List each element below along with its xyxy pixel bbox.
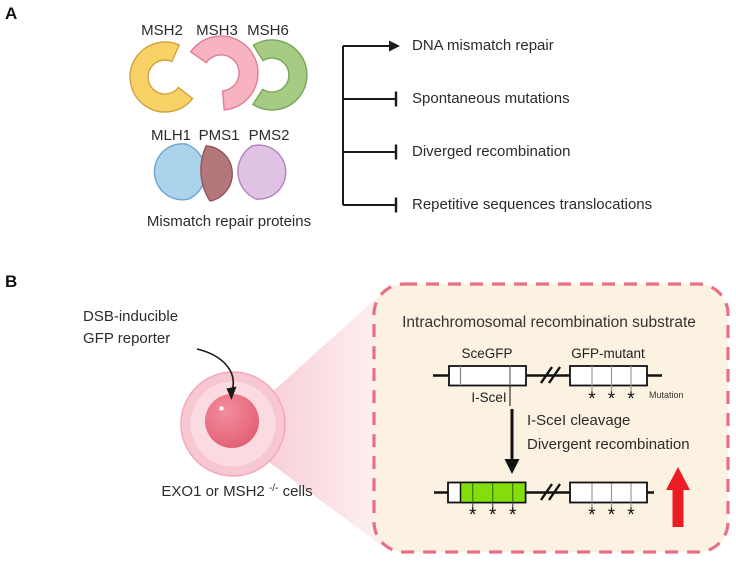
construct-top <box>433 365 662 406</box>
mutation-asterisk: * <box>627 389 635 410</box>
arrowhead-icon <box>389 40 400 52</box>
mutation-asterisk: * <box>607 505 616 526</box>
pms2-crescent-icon <box>237 144 287 200</box>
step-label-line2: Divergent recombination <box>527 436 690 453</box>
protein-label-msh2: MSH2 <box>141 22 183 39</box>
protein-label-msh3: MSH3 <box>196 22 238 39</box>
msh6-crescent-icon <box>251 39 308 111</box>
sequence-break-icon <box>540 483 561 501</box>
mutation-asterisk: * <box>588 389 596 410</box>
protein-label-msh6: MSH6 <box>247 22 289 39</box>
reporter-label-line2: GFP reporter <box>83 330 171 347</box>
cut-site-label: I-SceI <box>471 390 507 405</box>
outcome-repetitive-translocations: Repetitive sequences translocations <box>412 196 653 213</box>
reporter-pointer-arrow <box>196 348 237 400</box>
mutation-asterisk: * <box>508 505 517 526</box>
zoom-beam <box>262 293 382 546</box>
panel-b-label: B <box>5 272 18 291</box>
protein-label-pms1: PMS1 <box>198 127 240 144</box>
inset-title: Intrachromosomal recombination substrate <box>402 314 696 331</box>
cells-label: EXO1 or MSH2 -/- cells <box>161 483 312 502</box>
gene-label-gfp-mutant: GFP-mutant <box>571 346 645 361</box>
mlh1-crescent-icon <box>153 143 207 201</box>
mutation-asterisk: * <box>627 505 635 526</box>
cells-label-suffix: cells <box>278 483 313 500</box>
sequence-break-icon <box>540 366 561 384</box>
construct-bottom <box>434 481 654 510</box>
mutation-asterisk: * <box>488 505 497 526</box>
cells-label-prefix: EXO1 or MSH2 <box>161 483 265 500</box>
mutation-asterisk: * <box>468 505 477 526</box>
msh2-crescent-icon <box>129 41 194 113</box>
increase-arrow-icon <box>666 467 690 527</box>
protein-label-mlh1: MLH1 <box>150 127 192 144</box>
mutation-asterisk: * <box>588 505 596 526</box>
mutation-asterisk: * <box>607 389 616 410</box>
outcome-dna-mismatch-repair: DNA mismatch repair <box>412 37 554 54</box>
cells-label-genotype-superscript: -/- <box>268 483 279 494</box>
reporter-label-line1: DSB-inducible <box>83 308 179 325</box>
scegfp-gene-box <box>448 365 527 387</box>
cleavage-step-arrow <box>504 409 520 474</box>
pms1-crescent-icon <box>200 145 233 202</box>
outcome-spontaneous-mutations: Spontaneous mutations <box>412 90 570 107</box>
msh3-crescent-icon <box>189 35 259 111</box>
step-label-line1: I-SceI cleavage <box>527 412 631 429</box>
gfp-mutant-gene-box <box>569 481 648 504</box>
gfp-mutant-gene-box <box>569 365 648 387</box>
nucleus-icon <box>205 394 259 448</box>
cell-icon <box>180 371 286 477</box>
panel-a-caption: Mismatch repair proteins <box>146 213 312 230</box>
mutation-label: Mutation <box>649 390 684 400</box>
outcome-bracket <box>342 40 400 213</box>
outcome-diverged-recombination: Diverged recombination <box>412 143 571 160</box>
gene-label-scegfp: SceGFP <box>461 346 513 361</box>
panel-a-label: A <box>5 4 18 23</box>
protein-label-pms2: PMS2 <box>248 127 290 144</box>
